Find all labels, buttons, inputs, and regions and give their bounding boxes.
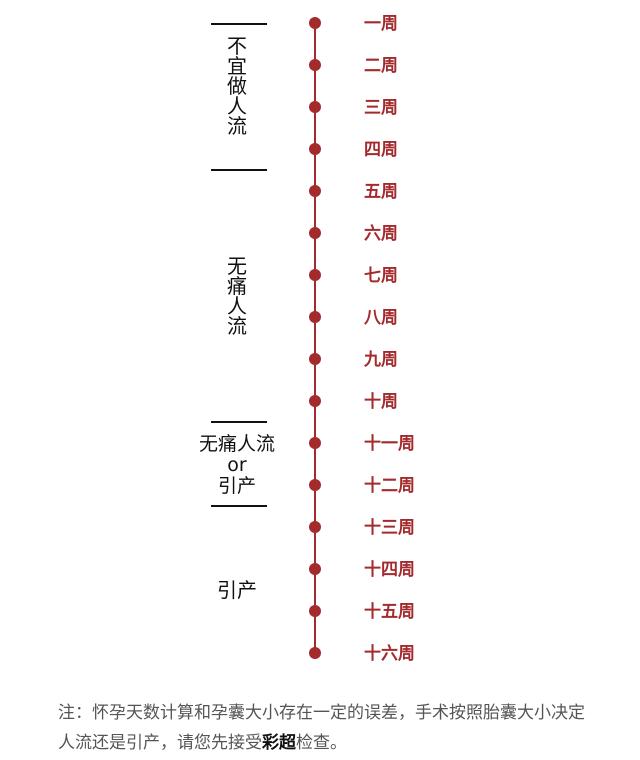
timeline-dot	[309, 647, 321, 659]
group-label-char: 流	[227, 314, 247, 338]
timeline-dot	[309, 437, 321, 449]
timeline-dot	[309, 479, 321, 491]
footnote-suffix: 检查。	[296, 733, 347, 753]
timeline-dot	[309, 395, 321, 407]
week-label: 十六周	[364, 643, 415, 664]
week-label: 九周	[363, 350, 398, 370]
footnote: 注：怀孕天数计算和孕囊大小存在一定的误差，手术按照胎囊大小决定人流还是引产，请您…	[58, 698, 588, 758]
group-label-char: 痛	[227, 274, 247, 298]
timeline-dot	[309, 311, 321, 323]
group-label-char: 人	[227, 294, 247, 318]
week-label: 二周	[364, 56, 398, 76]
week-label: 六周	[364, 223, 398, 244]
timeline-dot	[309, 353, 321, 365]
group-label-char: 做	[227, 74, 247, 98]
footnote-highlight: 彩超	[262, 733, 296, 753]
group-label-char: 人	[227, 94, 247, 118]
week-label: 八周	[364, 308, 398, 328]
timeline-dot	[309, 605, 321, 617]
footnote-text: 注：怀孕天数计算和孕囊大小存在一定的误差，手术按照胎囊大小决定人流还是引产，请您…	[58, 703, 585, 753]
timeline-dot	[309, 59, 321, 71]
week-label: 十四周	[364, 559, 415, 580]
group-label: 引产	[217, 578, 257, 602]
timeline-dot	[309, 101, 321, 113]
timeline-dot	[309, 269, 321, 281]
timeline-dot	[309, 563, 321, 575]
week-label: 十二周	[364, 475, 415, 496]
group-label-char: 不	[227, 34, 247, 58]
week-label: 五周	[364, 182, 398, 202]
timeline-dot	[309, 227, 321, 239]
week-label: 十一周	[364, 433, 415, 454]
week-label: 十三周	[364, 517, 415, 538]
week-label: 十五周	[364, 601, 415, 622]
group-label-char: 无	[227, 254, 247, 278]
week-label: 一周	[364, 14, 398, 34]
timeline-dot	[309, 17, 321, 29]
timeline-dot	[309, 185, 321, 197]
group-label-char: 流	[227, 114, 247, 138]
week-label: 四周	[364, 140, 398, 160]
group-label-line: 无痛人流	[199, 433, 275, 455]
group-label-char: 宜	[227, 54, 247, 78]
week-label: 十周	[364, 391, 398, 412]
timeline-dot	[309, 143, 321, 155]
timeline-dot	[309, 521, 321, 533]
group-label-line: or	[227, 454, 247, 476]
week-label: 三周	[364, 98, 398, 118]
group-label-line: 引产	[218, 475, 256, 497]
week-label: 七周	[364, 266, 398, 286]
